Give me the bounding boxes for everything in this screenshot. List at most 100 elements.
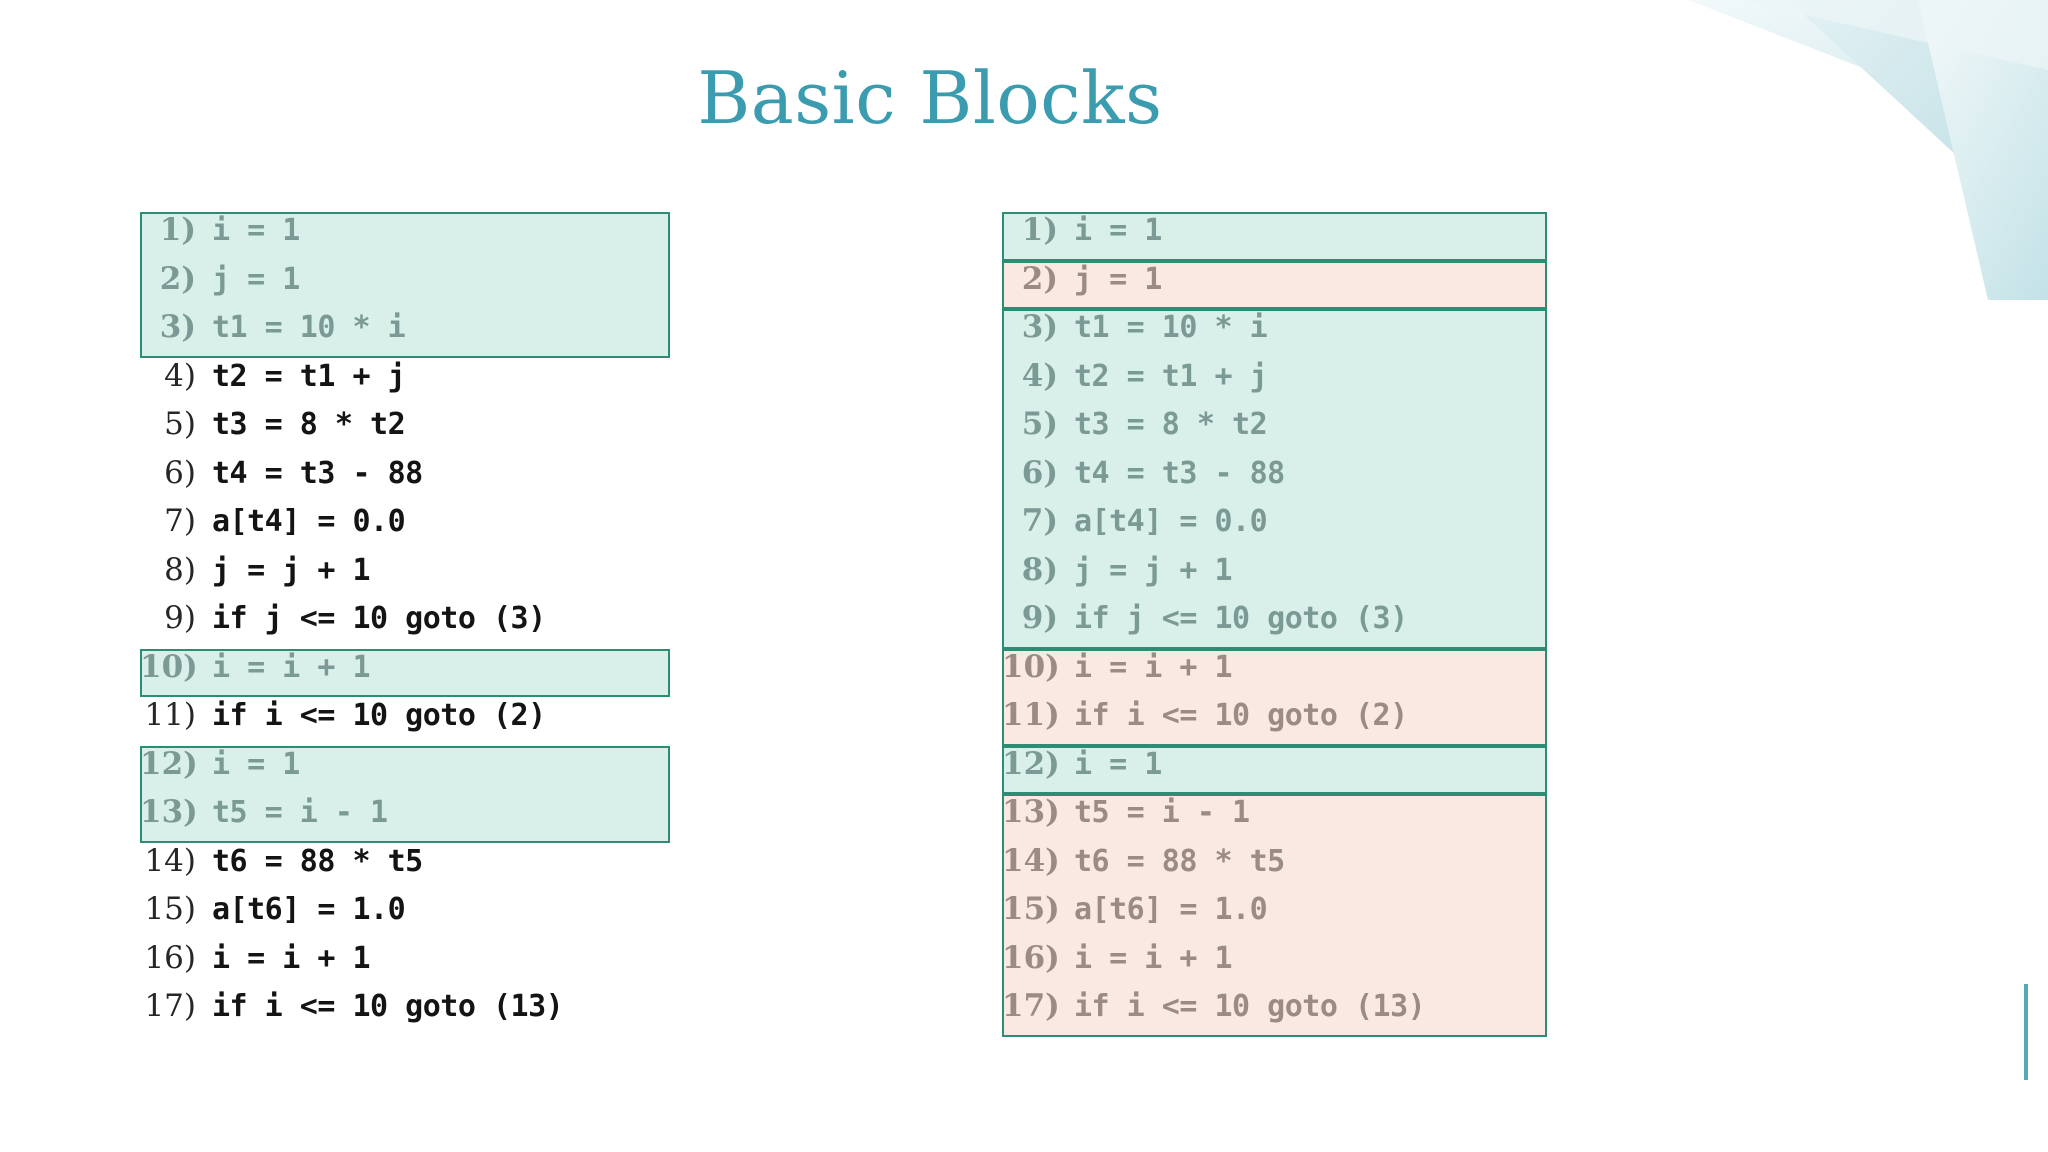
block-rule-right	[1545, 891, 1547, 940]
line-number: 8)	[164, 551, 196, 588]
line-code: a[t4] = 0.0	[1074, 504, 1268, 539]
line-number: 17)	[1002, 988, 1060, 1024]
line-code: if j <= 10 goto (3)	[212, 601, 546, 636]
line-number: 4)	[164, 357, 196, 394]
code-line: 11) if i <= 10 goto (2)	[140, 697, 670, 746]
block-rule-right	[668, 309, 670, 358]
code-line: 3)t1 = 10 * i	[140, 309, 670, 358]
code-line: 14) t6 = 88 * t5	[1002, 842, 1547, 891]
code-line: 8) j = j + 1	[140, 552, 670, 601]
line-number: 7)	[164, 503, 196, 539]
block-rule-bottom	[1002, 743, 1547, 746]
block-rule-left	[1002, 503, 1004, 552]
line-number: 9)	[164, 600, 196, 636]
block-rule-left	[1002, 794, 1004, 843]
block-rule-right	[668, 648, 670, 697]
code-line: 16)i = i + 1	[1002, 939, 1547, 988]
line-number: 14)	[144, 842, 196, 879]
line-code: t6 = 88 * t5	[1074, 843, 1285, 879]
code-line: 17)if i <= 10 goto (13)	[140, 988, 670, 1037]
line-number: 5)	[164, 406, 196, 442]
code-line: 4) t2 = t1 + j	[1002, 357, 1547, 406]
block-rule-right	[668, 212, 670, 261]
code-line: 7) a[t4] = 0.0	[1002, 503, 1547, 552]
code-line: 12)i = 1	[140, 745, 670, 794]
code-line: 2)j = 1	[1002, 260, 1547, 309]
corner-triangles-icon	[1688, 0, 2048, 300]
code-line: 5)t3 = 8 * t2	[1002, 406, 1547, 455]
block-rule-right	[1545, 454, 1547, 503]
block-rule-left	[1002, 551, 1004, 600]
line-number: 11)	[144, 697, 196, 733]
block-rule-right	[1545, 697, 1547, 746]
block-rule-left	[1002, 648, 1004, 697]
line-code: i = i + 1	[1074, 940, 1233, 976]
block-rule-right	[1545, 648, 1547, 697]
line-number: 1)	[159, 212, 196, 248]
block-rule-top	[140, 648, 670, 651]
line-number: 4)	[1021, 357, 1058, 394]
line-number: 3)	[159, 309, 196, 345]
block-rule-right	[1545, 745, 1547, 794]
code-line: 13)t5 = i - 1	[1002, 794, 1547, 843]
block-rule-left	[1002, 842, 1004, 891]
line-code: t5 = i - 1	[212, 795, 388, 830]
block-rule-top	[140, 212, 670, 214]
line-number: 17)	[144, 988, 196, 1024]
code-line: 16)i = i + 1	[140, 940, 670, 989]
code-line: 10) i = i + 1	[140, 648, 670, 697]
block-rule-left	[1002, 697, 1004, 746]
block-rule-right	[668, 794, 670, 843]
line-number: 10)	[1002, 648, 1060, 685]
code-line: 3)t1 = 10 * i	[1002, 309, 1547, 358]
block-rule-left	[1002, 212, 1004, 261]
block-rule-bottom	[1002, 307, 1547, 309]
line-code: t1 = 10 * i	[1074, 310, 1268, 345]
line-code: i = 1	[212, 746, 300, 782]
block-rule-left	[1002, 891, 1004, 940]
block-rule-right	[1545, 988, 1547, 1037]
block-rule-left	[1002, 988, 1004, 1037]
line-code: j = 1	[1074, 261, 1162, 297]
code-line: 8)j = j + 1	[1002, 551, 1547, 600]
line-code: a[t6] = 1.0	[212, 892, 406, 927]
block-rule-left	[1002, 357, 1004, 406]
block-rule-bottom	[1002, 792, 1547, 794]
block-rule-left	[140, 745, 142, 794]
block-rule-bottom	[1002, 646, 1547, 649]
line-number: 15)	[1002, 891, 1060, 927]
code-line: 17)if i <= 10 goto (13)	[1002, 988, 1547, 1037]
line-code: i = i + 1	[212, 649, 371, 685]
block-rule-left	[1002, 309, 1004, 358]
line-code: t4 = t3 - 88	[212, 455, 423, 491]
line-code: if j <= 10 goto (3)	[1074, 601, 1408, 636]
block-rule-left	[140, 794, 142, 843]
block-rule-left	[140, 212, 142, 261]
line-code: a[t6] = 1.0	[1074, 892, 1268, 927]
line-code: t5 = i - 1	[1074, 795, 1250, 830]
block-rule-left	[1002, 600, 1004, 649]
line-number: 8)	[1021, 551, 1058, 588]
line-code: t2 = t1 + j	[1074, 358, 1268, 394]
corner-decoration	[1488, 0, 2048, 300]
code-line: 2)j = 1	[140, 260, 670, 309]
code-line: 14)t6 = 88 * t5	[140, 843, 670, 892]
block-rule-right	[1545, 260, 1547, 309]
line-number: 11)	[1002, 697, 1060, 733]
block-rule-top	[1002, 309, 1547, 311]
code-line: 1)i = 1	[1002, 212, 1547, 261]
line-number: 5)	[1021, 406, 1058, 442]
line-number: 9)	[1021, 600, 1058, 636]
line-code: if i <= 10 goto (2)	[212, 698, 546, 733]
block-rule-top	[140, 745, 670, 748]
line-code: j = j + 1	[212, 552, 371, 588]
line-number: 10)	[140, 648, 198, 685]
line-number: 6)	[1021, 454, 1058, 491]
code-line: 6)t4 = t3 - 88	[1002, 454, 1547, 503]
line-number: 14)	[1002, 842, 1060, 879]
block-rule-bottom	[140, 355, 670, 358]
line-number: 7)	[1021, 503, 1058, 539]
code-line: 12)i = 1	[1002, 745, 1547, 794]
